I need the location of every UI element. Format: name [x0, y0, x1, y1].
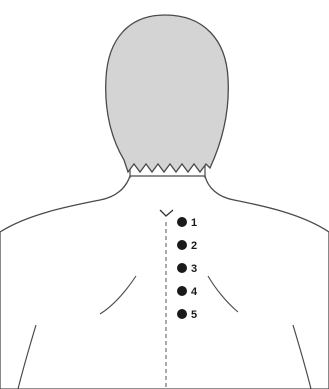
back-outline: [0, 176, 329, 389]
point-5-label: 5: [191, 309, 197, 321]
point-5-dot: [177, 309, 187, 319]
point-4-dot: [177, 286, 187, 296]
point-3-dot: [177, 263, 187, 273]
head-hair: [106, 15, 229, 172]
point-2-label: 2: [191, 240, 197, 252]
point-1-label: 1: [191, 217, 197, 229]
point-2-dot: [177, 240, 187, 250]
point-1-dot: [177, 217, 187, 227]
point-4-label: 4: [191, 286, 198, 298]
point-3-label: 3: [191, 263, 197, 275]
